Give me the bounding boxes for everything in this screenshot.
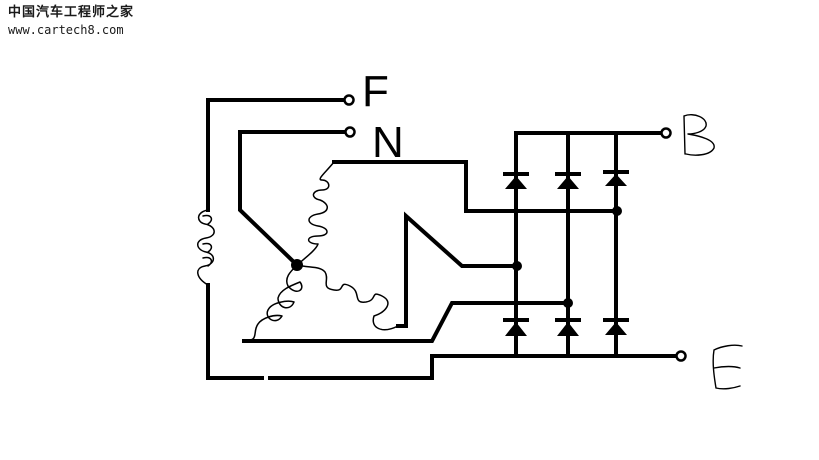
phase-node-3: [563, 298, 573, 308]
label-b-handdrawn: [683, 114, 715, 156]
diode-upper-2: [555, 172, 581, 189]
stator-windings: [243, 161, 399, 341]
stator-coil-right: [296, 264, 399, 331]
label-n: N: [372, 118, 404, 167]
diode-upper-3: [603, 170, 629, 186]
phase-lead-1: [332, 160, 619, 213]
diode-upper-1: [503, 172, 529, 189]
phase-node-2: [512, 261, 522, 271]
terminal-e: [675, 350, 687, 362]
neutral-wire: [238, 130, 347, 268]
phase-node-1: [612, 206, 622, 216]
stator-coil-upper: [296, 161, 335, 266]
terminal-b: [660, 127, 672, 139]
phase-lead-3: [242, 301, 570, 343]
label-e-handdrawn: [712, 344, 743, 390]
field-coil: [197, 209, 215, 286]
label-f: F: [362, 67, 389, 116]
diode-lower-3: [603, 318, 629, 335]
field-wire-bottom: [268, 354, 682, 380]
phase-lead-2: [396, 211, 519, 328]
watermark: 中国汽车工程师之家 www.cartech8.com: [8, 5, 135, 38]
star-point-node: [291, 259, 303, 271]
stator-coil-lower-left: [243, 264, 303, 341]
watermark-site-name: 中国汽车工程师之家: [8, 5, 135, 20]
diode-lower-2: [555, 318, 581, 336]
terminal-n: [344, 126, 356, 138]
terminal-f: [343, 94, 355, 106]
diode-lower-1: [503, 318, 529, 336]
field-wire-left-lower: [206, 283, 264, 380]
watermark-site-url: www.cartech8.com: [8, 22, 124, 37]
